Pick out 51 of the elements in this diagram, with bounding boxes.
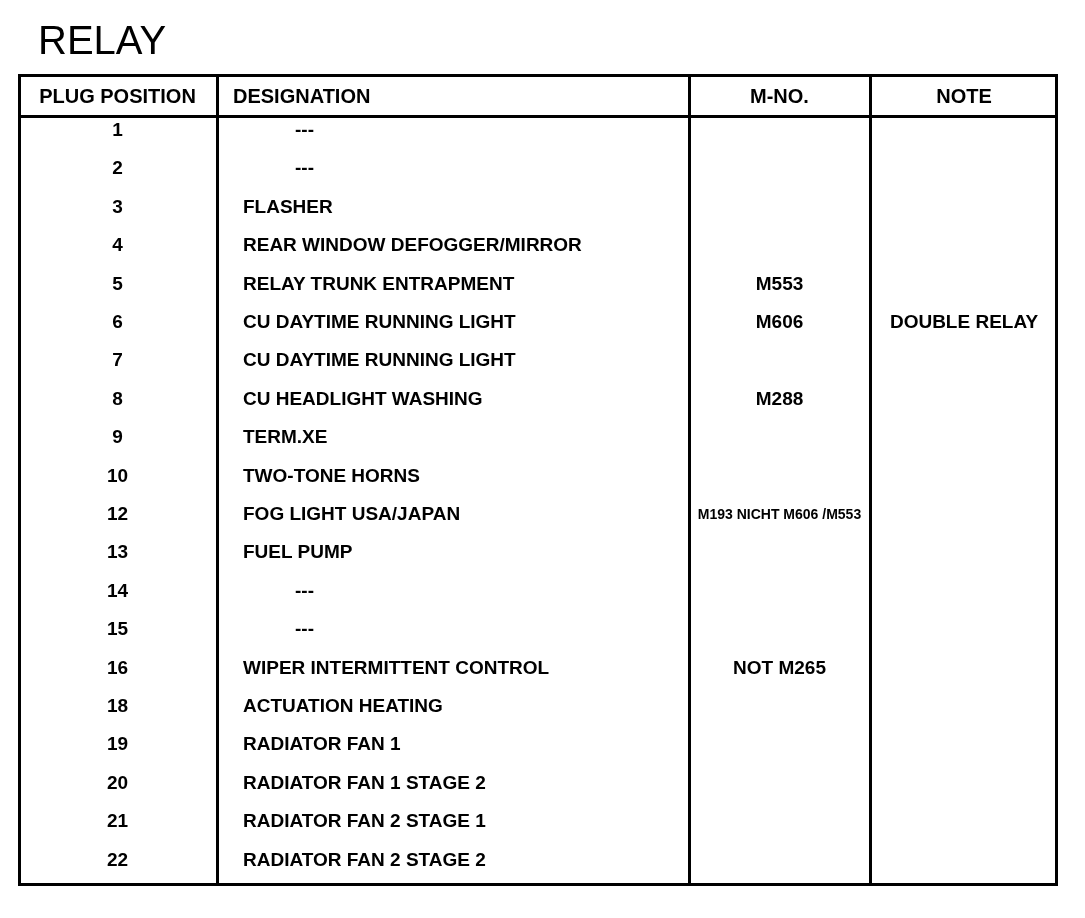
plug-position: 10 — [105, 464, 130, 487]
plug-position: 13 — [105, 541, 130, 564]
designation-text: --- — [295, 119, 314, 141]
designation-text: --- — [295, 618, 314, 641]
plug-position: 1 — [111, 119, 124, 141]
designation-text: --- — [295, 579, 314, 602]
designation-text: RADIATOR FAN 1 STAGE 2 — [243, 771, 486, 794]
designation-text: FLASHER — [243, 195, 333, 218]
column-header: M-NO. — [749, 85, 810, 107]
designation-text: RADIATOR FAN 2 STAGE 2 — [243, 848, 486, 871]
column-header: DESIGNATION — [232, 85, 372, 107]
designation-text: REAR WINDOW DEFOGGER/MIRROR — [243, 234, 582, 257]
plug-position: 21 — [105, 810, 130, 833]
column-header: NOTE — [935, 85, 993, 107]
column-header: PLUG POSITION — [38, 85, 197, 107]
m-number: NOT M265 — [732, 656, 827, 679]
designation-text: ACTUATION HEATING — [243, 695, 443, 717]
plug-position: 7 — [111, 349, 124, 372]
plug-position: 22 — [105, 848, 130, 871]
m-number: M193 NICHT M606 /M553 — [696, 507, 863, 521]
designation-text: FOG LIGHT USA/JAPAN — [243, 503, 461, 525]
plug-position: 12 — [105, 503, 130, 525]
plug-position: 9 — [111, 426, 124, 449]
note-text: DOUBLE RELAY — [888, 311, 1040, 333]
designation-text: RELAY TRUNK ENTRAPMENT — [243, 272, 515, 295]
plug-position: 4 — [111, 234, 124, 257]
designation-text: WIPER INTERMITTENT CONTROL — [243, 656, 550, 679]
plug-position: 19 — [105, 733, 130, 756]
plug-position: 18 — [105, 695, 130, 717]
plug-position: 14 — [105, 579, 130, 602]
m-number: M606 — [754, 311, 805, 333]
plug-position: 16 — [105, 656, 130, 679]
plug-position: 5 — [111, 272, 124, 295]
diagram-title: RELAY — [38, 18, 167, 62]
plug-position: 20 — [105, 771, 130, 794]
m-number: M288 — [754, 387, 805, 410]
plug-position: 15 — [105, 618, 130, 641]
designation-text: RADIATOR FAN 1 — [243, 733, 401, 756]
designation-text: TERM.XE — [243, 426, 328, 449]
m-number: M553 — [754, 272, 805, 295]
designation-text: TWO-TONE HORNS — [243, 464, 420, 487]
designation-text: --- — [295, 157, 314, 180]
plug-position: 3 — [111, 195, 124, 218]
plug-position: 2 — [111, 157, 124, 180]
designation-text: CU DAYTIME RUNNING LIGHT — [243, 311, 516, 333]
plug-position: 6 — [111, 311, 124, 333]
designation-text: FUEL PUMP — [243, 541, 353, 564]
designation-text: CU HEADLIGHT WASHING — [243, 387, 483, 410]
designation-text: CU DAYTIME RUNNING LIGHT — [243, 349, 516, 372]
designation-text: RADIATOR FAN 2 STAGE 1 — [243, 810, 486, 833]
plug-position: 8 — [111, 387, 124, 410]
